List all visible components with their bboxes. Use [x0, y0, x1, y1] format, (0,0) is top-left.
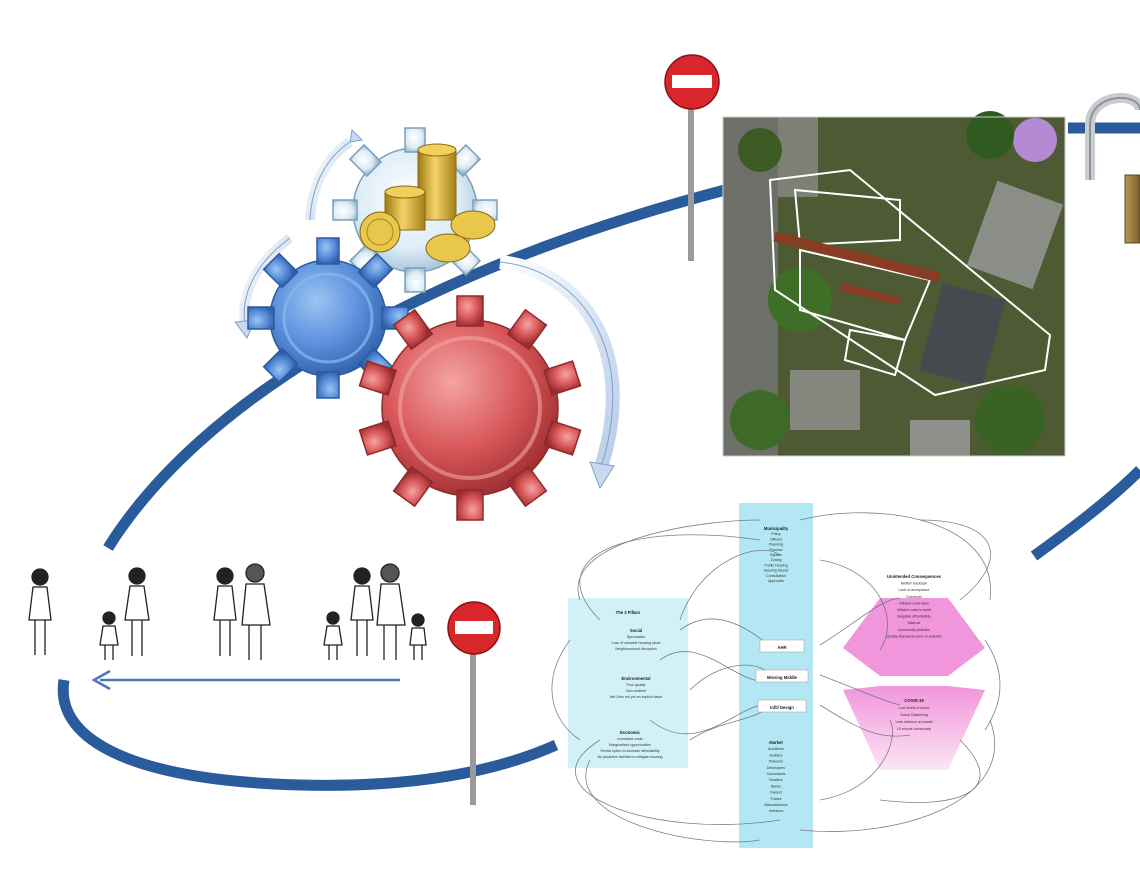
municipality-item: Approvals [768, 579, 784, 583]
gear-blue-icon [247, 237, 409, 399]
municipality-item: Zoning [771, 558, 782, 562]
market-item: Builders [770, 753, 783, 757]
unintended-item: Inflated costs land [900, 601, 929, 605]
municipality-item: Process [770, 548, 783, 552]
unintended-item: Lack of acceptance [899, 588, 930, 592]
market-heading: Market [769, 740, 783, 745]
market-item: Trades [770, 797, 781, 801]
municipality-item: Public Hearing [764, 563, 787, 567]
social-item: Neighbourhood disruption [615, 647, 656, 651]
economic-item: Increased costs [617, 737, 642, 741]
covid-heading: COVID-19 [904, 698, 924, 703]
economic-item: No proactive facilities to mitigate hous… [597, 755, 662, 759]
person-figure [213, 563, 271, 660]
municipality-item: Bylaws [770, 553, 782, 557]
municipality-item: Housing Needs [764, 569, 789, 573]
aerial-site-plan-image [722, 111, 1066, 457]
covid-item: Low levels of home [899, 706, 930, 710]
market-item: Consultants [767, 772, 786, 776]
market-item: Architects [768, 747, 784, 751]
environmental-item: Non resilient [626, 689, 646, 693]
hub-label: AHR [777, 645, 786, 650]
municipality-item: Planning [769, 543, 783, 547]
hub-label: Missing Middle [767, 675, 798, 680]
no-entry-sign-icon [447, 601, 501, 805]
person-figure [99, 567, 150, 660]
unintended-item: Community Activism [898, 628, 930, 632]
person-figure [28, 568, 52, 655]
person-figure [323, 563, 427, 660]
family-growth-icon [28, 563, 427, 660]
coins-icon [359, 143, 496, 263]
unintended-item: Inflated costs to build [897, 608, 931, 612]
environmental-item: Poor quality [627, 683, 646, 687]
unintended-item: Negative affordability [897, 615, 931, 619]
economic-item: Marginalised opportunities [609, 743, 651, 747]
hub-boxes [755, 639, 809, 713]
covid-item: Less reliance on transit [896, 720, 933, 724]
covid-item: 15 minute community [897, 727, 931, 731]
market-item: Investors [769, 809, 784, 813]
market-item: Manufacturers [765, 803, 788, 807]
economic-heading: Economic [620, 730, 641, 735]
municipality-item: Consultation [766, 574, 786, 578]
environmental-heading: Environmental [621, 676, 650, 681]
hub-label: Infill Design [770, 705, 794, 710]
covid-item: Social Distancing [900, 713, 928, 717]
unintended-item: Quality standards lower in suburbs [886, 634, 941, 638]
social-item: Speculation [627, 635, 646, 639]
pillars-highlight [568, 598, 688, 768]
municipality-item: Policy [771, 532, 781, 536]
gear-red-icon [358, 295, 582, 521]
market-item: Planners [769, 760, 783, 764]
market-item: Developers [767, 766, 785, 770]
unintended-item: Mistrust [908, 621, 921, 625]
market-item: Banks [771, 784, 781, 788]
municipality-heading: Municipality [764, 526, 789, 531]
unintended-item: Overbuild [906, 595, 921, 599]
market-item: Realtors [769, 778, 783, 782]
unintended-item: NIMBY backlash [901, 582, 928, 586]
covid-highlight [843, 686, 985, 770]
return-arrow [91, 669, 400, 691]
padlock-icon [1085, 93, 1140, 244]
economic-item: Rental option to increase affordability [600, 749, 659, 753]
no-entry-sign-icon [664, 54, 720, 261]
municipality-item: Officers [770, 537, 783, 541]
environmental-item: Net Zero not yet an explicit value [610, 695, 662, 699]
unintended-heading: Unintended Consequences [887, 574, 942, 579]
social-heading: Social [630, 628, 642, 633]
pillars-title: The 3 Pillars [616, 610, 641, 615]
gears-cycle-icon [234, 127, 620, 521]
social-item: Loss of valuable housing stock [612, 641, 661, 645]
unintended-highlight [843, 598, 985, 676]
market-item: Owners [770, 791, 783, 795]
